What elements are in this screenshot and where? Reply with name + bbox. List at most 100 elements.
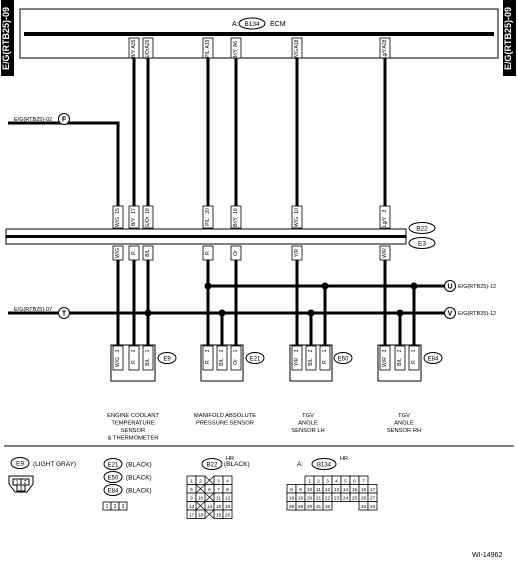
legend-b22-oval	[201, 458, 223, 470]
band-lower-color-box	[112, 245, 124, 261]
legend-b22-pin-number: 18	[198, 512, 204, 518]
sensor-pin-number: 3	[382, 349, 388, 352]
legend-pin-number: 1	[106, 504, 109, 510]
sensor-wire-color: B/L	[145, 358, 151, 366]
sensor-name-line: SENSOR LH	[291, 428, 325, 434]
junction-dot	[307, 309, 315, 317]
legend-b22-pin-cell	[195, 475, 206, 485]
ecm-pin-number: A35	[131, 39, 137, 48]
legend-b134-pin-number: 28	[289, 504, 295, 510]
sensor-connector-id: E21	[250, 357, 261, 363]
sensor-wire-color: R	[131, 360, 137, 364]
band-lower-color-box	[230, 245, 242, 261]
legend-b22-empty-cell	[204, 509, 215, 519]
sensor-pin-box	[128, 345, 140, 371]
band-upper-pin-number: 20	[205, 208, 211, 214]
sensor-pin-box	[216, 345, 228, 371]
junction-dot	[396, 309, 404, 317]
legend-b22-pin-number: 9	[190, 495, 193, 501]
legend-b134-pin-number: 5	[344, 478, 347, 484]
ecm-connector-oval	[238, 17, 266, 30]
legend-b22-pin-number: 1	[190, 478, 193, 484]
sensor-wire-color: Or	[233, 359, 239, 365]
sensor-pin-number: 2	[219, 349, 225, 352]
legend-e9-pin-number: 2	[24, 480, 27, 486]
legend-b134-pin-number: 29	[298, 504, 304, 510]
junction-dot	[410, 282, 418, 290]
legend-b134-pin-number: 1	[308, 478, 311, 484]
sensor-pin-number: 2	[308, 349, 314, 352]
sensor-wire-color: R	[411, 360, 417, 364]
wire-f-ref	[8, 121, 120, 225]
sensor-pin-box	[230, 345, 242, 371]
b22-label: B22	[416, 226, 428, 233]
ref-t-text: E/G(RTB25)-07	[14, 307, 52, 313]
ref-f: E/G(RTB25)-02 F	[14, 113, 70, 125]
legend-e9-pin-number: 1	[16, 480, 19, 486]
junction-dot	[144, 309, 152, 317]
band-lower-wire-color: Y/R	[294, 248, 300, 257]
ref-f-text: E/G(RTB25)-02	[14, 117, 52, 123]
legend-pin-number: 3	[122, 504, 125, 510]
legend-b22-pin-cell	[222, 509, 233, 519]
ecm-connector-id: B134	[244, 21, 260, 28]
junction-dot	[218, 309, 226, 317]
sensor-name-line: ANGLE	[394, 421, 414, 427]
legend-b22-pin-number: 4	[226, 478, 229, 484]
ref-t: E/G(RTB25)-07 T	[14, 307, 70, 319]
sensor-pin-box	[305, 345, 317, 371]
band-upper-pin-number: 3	[382, 209, 388, 212]
ecm-pin-number: A26	[145, 39, 151, 48]
legend-b22-pin-number: 14	[207, 504, 213, 510]
legend-connector-id: E84	[108, 488, 119, 494]
sensor-pin-number: 1	[233, 349, 239, 352]
legend-e9: E9 (LIGHT GRAY) 1 2 3	[8, 457, 76, 493]
legend-b22-desc: (BLACK)	[224, 461, 250, 468]
legend-b134-pin-number: 25	[352, 495, 358, 501]
ref-v-circle	[444, 307, 456, 319]
legend-b22-pin-number: 17	[189, 512, 195, 518]
legend-b134-pin-number: 9	[299, 487, 302, 493]
ref-u-circle	[444, 280, 456, 292]
sensor-pin-box	[202, 345, 214, 371]
legend-e9-pin-cell	[16, 484, 26, 492]
b22-e3-connector-band: B22 E3	[5, 222, 436, 249]
ref-f-circle	[58, 113, 70, 125]
sensor-name-line: TEMPERATURE	[111, 421, 155, 427]
sensor-pin-number: 3	[205, 349, 211, 352]
ecm-pin-wire-color: Br/Y	[233, 48, 239, 58]
sensor-name-line: PRESSURE SENSOR	[196, 421, 254, 427]
sensor-pin-number: 1	[322, 349, 328, 352]
legend-b22-empty-cell	[195, 501, 206, 511]
ref-u-letter: U	[447, 284, 452, 291]
sensor-pin-number: 3	[294, 349, 300, 352]
legend-b22-pin-number: 20	[225, 512, 231, 518]
legend-b134-pin-number: 8	[290, 487, 293, 493]
sensor-name-line: SENSOR	[121, 428, 145, 434]
legend-connector-oval	[103, 484, 123, 496]
band-upper-wire-color: W/G	[115, 217, 121, 227]
legend-b134-pin-number: 13	[334, 487, 340, 493]
legend-b22-pin-number: 5	[190, 487, 193, 493]
band-upper-wire-color: P/L	[205, 218, 211, 226]
legend-b22-pin-number: 6	[208, 487, 211, 493]
legend-b134-pin-number: 6	[353, 478, 356, 484]
ecm-pin-number: A19	[205, 39, 211, 48]
legend-b134-pin-number: 16	[361, 487, 367, 493]
legend-b134-pin-number: 15	[352, 487, 358, 493]
sensor-name-line: ANGLE	[298, 421, 318, 427]
legend-b134-pin-number: 31	[316, 504, 322, 510]
band-lower-color-box	[128, 245, 140, 261]
legend-pin-number: 2	[114, 504, 117, 510]
sensor-pin-number: 2	[131, 349, 137, 352]
legend-b22-pin-cell	[195, 509, 206, 519]
legend-b22-pin-cell	[195, 492, 206, 502]
legend-b134-pin-number: 27	[370, 495, 376, 501]
band-lower-wire-color: Or	[233, 250, 239, 256]
band-upper-pin-box	[230, 205, 242, 229]
sensor-wire-color: W/G	[115, 357, 121, 367]
sensor-name-line: TGV	[398, 413, 410, 419]
